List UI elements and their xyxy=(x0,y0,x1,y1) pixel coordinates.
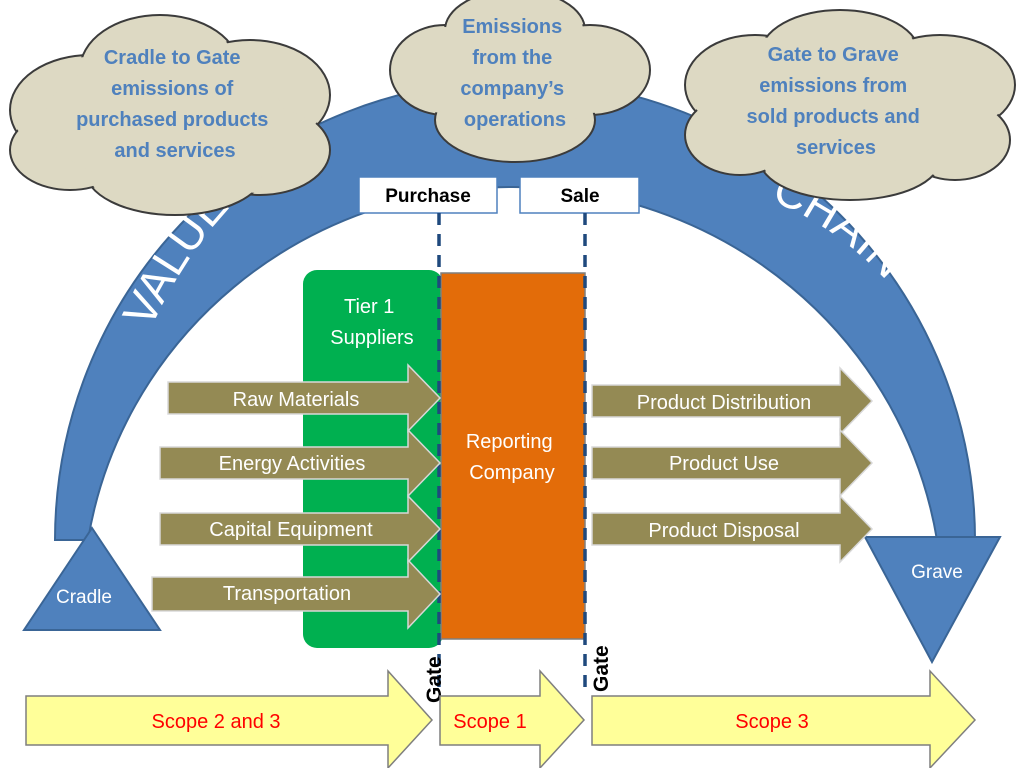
cloud-right-line-2: emissions from xyxy=(759,75,907,97)
cloud-center-line-1: Emissions xyxy=(462,16,562,38)
sale-box: Sale xyxy=(519,176,640,214)
cloud-center-line-3: company’s xyxy=(460,78,564,100)
cloud-left-line-2: emissions of xyxy=(111,78,234,100)
arrow-product-distribution xyxy=(591,366,874,436)
scope-3-arrow xyxy=(591,669,977,768)
cloud-cradle-to-gate: Cradle to Gate emissions of purchased pr… xyxy=(9,14,331,216)
cloud-right-line-4: services xyxy=(796,137,876,159)
label-product-distribution: Product Distribution xyxy=(637,392,812,414)
arrow-transportation xyxy=(151,558,442,630)
scope-arrows xyxy=(25,669,977,768)
cloud-operations: Emissions from the company’s operations xyxy=(389,0,651,163)
grave-label: Grave xyxy=(911,562,963,583)
reporting-company-box: Reporting Company xyxy=(440,272,586,640)
scope-3-label: Scope 3 xyxy=(735,711,808,733)
arrow-energy-activities xyxy=(159,428,442,498)
cloud-left-line-4: and services xyxy=(114,140,235,162)
purchase-box: Purchase xyxy=(358,176,498,214)
svg-text:Emissions from the: Emissions from the company’s operations xyxy=(460,16,569,131)
arrow-raw-materials xyxy=(167,363,442,433)
label-product-use: Product Use xyxy=(669,453,779,475)
suppliers-line-1: Tier 1 xyxy=(344,296,394,318)
cloud-right-line-1: Gate to Grave xyxy=(768,44,899,66)
arrow-capital-equipment xyxy=(159,494,442,564)
svg-text:Tier 1 Suppliers: Tier 1 Suppliers xyxy=(330,296,413,349)
scope-1-label: Scope 1 xyxy=(453,711,526,733)
cradle-triangle xyxy=(22,526,162,631)
cloud-left-line-3: purchased products xyxy=(76,109,268,131)
cradle-label: Cradle xyxy=(56,587,112,608)
purchase-label: Purchase xyxy=(385,186,471,207)
upstream-arrows xyxy=(151,363,442,630)
svg-text:Gate to Grave emissions: Gate to Grave emissions from sold produc… xyxy=(747,44,926,159)
scope-2-3-label: Scope 2 and 3 xyxy=(152,711,281,733)
label-product-disposal: Product Disposal xyxy=(648,520,799,542)
gate-label-right: Gate xyxy=(590,645,613,692)
arrow-product-use xyxy=(591,428,874,498)
svg-text:Reporting Company: Reporting Company xyxy=(466,431,558,484)
downstream-arrows xyxy=(591,366,874,564)
svg-text:Cradle to Gate emissions: Cradle to Gate emissions of purchased pr… xyxy=(76,47,274,162)
cloud-center-line-4: operations xyxy=(464,109,566,131)
cloud-right-line-3: sold products and xyxy=(747,106,920,128)
gate-label-left: Gate xyxy=(423,656,446,703)
label-capital-equipment: Capital Equipment xyxy=(209,519,373,541)
scope-1-arrow xyxy=(439,669,586,768)
cloud-left-line-1: Cradle to Gate xyxy=(104,47,241,69)
label-transportation: Transportation xyxy=(223,583,351,605)
label-energy-activities: Energy Activities xyxy=(219,453,366,475)
cloud-gate-to-grave: Gate to Grave emissions from sold produc… xyxy=(684,9,1016,201)
sale-label: Sale xyxy=(560,186,599,207)
suppliers-line-2: Suppliers xyxy=(330,327,413,349)
cloud-center-line-2: from the xyxy=(472,47,552,69)
arrow-product-disposal xyxy=(591,494,874,564)
grave-arrowhead xyxy=(863,536,1002,665)
scope-2-3-arrow xyxy=(25,669,434,768)
company-line-1: Reporting xyxy=(466,431,553,453)
company-line-2: Company xyxy=(469,462,555,484)
label-raw-materials: Raw Materials xyxy=(233,389,360,411)
